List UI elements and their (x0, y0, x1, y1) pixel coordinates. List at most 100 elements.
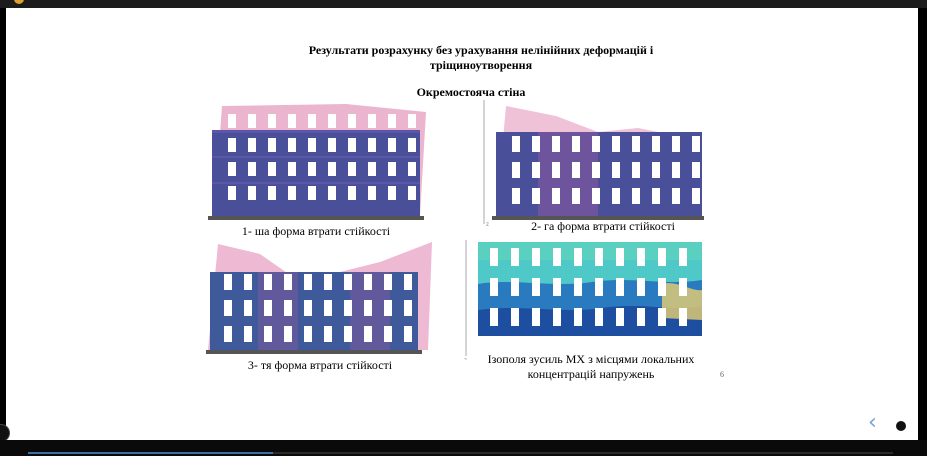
wall-opening (368, 186, 376, 200)
wall-opening (658, 278, 666, 296)
wall-opening (304, 274, 312, 290)
progress-bar-track[interactable] (273, 452, 893, 454)
playback-strip (0, 440, 927, 456)
wall-opening (679, 278, 687, 296)
wall-opening (324, 326, 332, 342)
caption-isofields-mx: Ізополя зусиль МХ з місцями локальних ко… (476, 352, 706, 382)
wall-opening (268, 186, 276, 200)
wall-opening (490, 278, 498, 296)
wall-opening (595, 248, 603, 266)
wall-opening (572, 136, 580, 152)
wall-opening (408, 186, 416, 200)
wall-opening (268, 114, 276, 128)
wall-opening (328, 114, 336, 128)
wall-opening (384, 300, 392, 316)
wall-opening (679, 308, 687, 326)
slide-title-line1: Результати розрахунку без урахування нел… (308, 43, 654, 57)
wall-opening (248, 186, 256, 200)
wall-opening (264, 300, 272, 316)
wall-opening (404, 274, 412, 290)
wall-opening (388, 162, 396, 176)
wall-opening (632, 162, 640, 178)
caption-buckling-mode-2: 2- га форма втрати стійкості (531, 219, 675, 233)
wall-opening (552, 136, 560, 152)
wall-opening (652, 162, 660, 178)
wall-opening (344, 274, 352, 290)
cursor-indicator (896, 421, 906, 431)
wall-opening (532, 248, 540, 266)
wall-opening (384, 326, 392, 342)
wall-opening (348, 162, 356, 176)
caption-isofields-line1: Ізополя зусиль МХ з місцями локальних (487, 352, 695, 366)
slide-number: 6 (720, 370, 724, 379)
wall-opening (552, 188, 560, 204)
wall-opening (616, 278, 624, 296)
slide-subtitle: Окремостояча стіна (416, 85, 526, 99)
progress-bar-filled[interactable] (28, 452, 273, 454)
wall-opening (572, 162, 580, 178)
wall-opening (388, 138, 396, 152)
wall-opening (408, 114, 416, 128)
wall-opening (490, 248, 498, 266)
figure-buckling-mode-3 (206, 242, 432, 354)
wall-opening (244, 326, 252, 342)
wall-opening (612, 188, 620, 204)
wall-opening (404, 326, 412, 342)
wall-opening (637, 308, 645, 326)
caption-buckling-mode-1: 1- ша форма втрати стійкості (241, 224, 391, 238)
wall-opening (512, 136, 520, 152)
wall-opening (632, 136, 640, 152)
wall-opening (512, 162, 520, 178)
wall-opening (637, 278, 645, 296)
wall-opening (595, 278, 603, 296)
wall-opening (348, 114, 356, 128)
wall-opening (308, 138, 316, 152)
chevron-left-icon[interactable]: ‹ (868, 410, 877, 435)
wall-opening (364, 326, 372, 342)
wall-opening (284, 326, 292, 342)
wall-opening (384, 274, 392, 290)
wall-opening (368, 114, 376, 128)
wall-opening (248, 138, 256, 152)
wall-opening (248, 162, 256, 176)
wall-opening (672, 188, 680, 204)
caption-buckling-mode-3: 3- тя форма втрати стійкості (247, 358, 393, 372)
wall-opening (553, 308, 561, 326)
wall-opening (368, 162, 376, 176)
wall-opening (268, 138, 276, 152)
wall-opening (368, 138, 376, 152)
svg-text:z: z (464, 358, 467, 360)
wall-opening (348, 186, 356, 200)
wall-opening (595, 308, 603, 326)
wall-opening (388, 114, 396, 128)
wall-opening (672, 136, 680, 152)
wall-opening (324, 300, 332, 316)
wall-opening (532, 136, 540, 152)
svg-text:z: z (486, 222, 489, 228)
wall-opening (264, 274, 272, 290)
wall-opening (592, 162, 600, 178)
wall-opening (268, 162, 276, 176)
wall-opening (284, 274, 292, 290)
wall-opening (348, 138, 356, 152)
wall-opening (511, 278, 519, 296)
figure-isofields-mx: z (464, 240, 702, 360)
wall-opening (552, 162, 560, 178)
wall-opening (672, 162, 680, 178)
wall-opening (228, 186, 236, 200)
wall-opening (328, 186, 336, 200)
wall-opening (612, 162, 620, 178)
wall-opening (224, 274, 232, 290)
wall-opening (553, 248, 561, 266)
wall-opening (658, 248, 666, 266)
wall-opening (679, 248, 687, 266)
wall-opening (248, 114, 256, 128)
wall-opening (364, 300, 372, 316)
wall-opening (224, 326, 232, 342)
presentation-slide: Результати розрахунку без урахування нел… (6, 8, 918, 440)
wall-opening (511, 248, 519, 266)
wall-opening (532, 162, 540, 178)
wall-opening (511, 308, 519, 326)
wall-opening (592, 188, 600, 204)
wall-opening (264, 326, 272, 342)
